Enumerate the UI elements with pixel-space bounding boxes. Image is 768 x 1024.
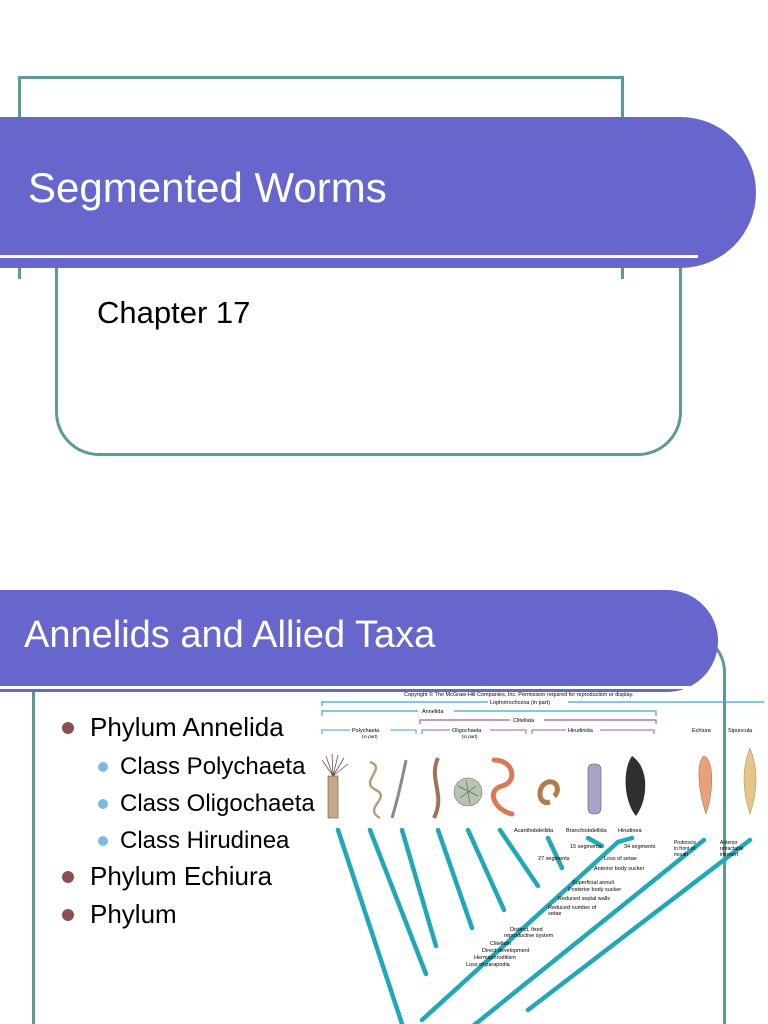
taxon-label-hirudinea: Hirudinea: [618, 828, 642, 834]
trait-clitellum: Clitellum: [490, 941, 512, 947]
sipunculan-drawing: [743, 747, 757, 815]
acanthobdellid-drawing: [537, 779, 560, 805]
trait-hermaphroditism: Hermaphroditism: [474, 955, 516, 961]
echiuran-drawing: [698, 755, 713, 815]
leech-drawing: [625, 756, 646, 816]
title-band-rule: [0, 255, 698, 258]
oligochaete-worm-drawing: [432, 757, 441, 819]
label-bg: [566, 726, 600, 733]
trait-distinct-line1: Distinct, fixed: [510, 927, 543, 933]
slide-title: Segmented Worms: [28, 164, 387, 211]
bullet-item: Phylum Echiura: [60, 861, 330, 891]
slide-annelids: Annelids and Allied Taxa Phylum Annelida…: [0, 512, 768, 1024]
trait-direct-development: Direct development: [482, 948, 530, 954]
trait-reduced-setae-line2: setae: [548, 911, 561, 917]
trait-34-segments: 34 segments: [624, 844, 656, 850]
sub-bullet-text: Class Hirudinea: [120, 827, 290, 854]
bullet-item: Phylum: [60, 899, 330, 929]
sub-bullet-item: Class Oligochaeta: [98, 787, 330, 820]
trait-proboscis-line1: Proboscis: [674, 840, 696, 846]
copyright-text: Copyright © The McGraw-Hill Companies, I…: [404, 691, 634, 698]
taxon-note-polychaeta: (in part): [362, 734, 378, 739]
trait-anterior-line1: Anterior: [720, 840, 738, 846]
label-bg: [510, 716, 544, 723]
trait-reduced-septal-walls: Reduced septal walls: [558, 896, 610, 902]
trait-superficial-annuli: Superficial annuli: [572, 880, 614, 886]
earthworm-drawing: [490, 757, 515, 817]
slide-subtitle: Chapter 17: [97, 295, 251, 330]
label-bg: [450, 726, 490, 733]
bullet-text: Phylum Annelida: [90, 712, 284, 742]
trait-anterior-line2: retractable: [720, 846, 744, 852]
bullet-text: Phylum Echiura: [90, 861, 273, 891]
sub-bullet-dot-icon: [98, 799, 108, 809]
label-bg: [418, 707, 454, 714]
polychaete-fanworm-drawing: [321, 753, 349, 819]
trait-loss-of-parapodia: Loss of parapodia: [466, 962, 511, 968]
label-bg: [488, 698, 568, 705]
slide-frame-bottom: [55, 240, 682, 456]
tubificid-cluster-drawing: [453, 777, 483, 807]
taxon-label-oligochaeta: Oligochaeta: [452, 728, 482, 734]
sub-bullet-text: Class Oligochaeta: [120, 790, 315, 817]
title-band-rule: [0, 686, 690, 689]
slide-title: Annelids and Allied Taxa: [24, 614, 436, 656]
slide-segmented-worms: Segmented Worms Chapter 17: [0, 76, 756, 456]
group-label-clitellata: Clitellata: [513, 718, 535, 724]
bullet-dot-icon: [62, 871, 74, 883]
bracket-lophotrochozoa: [321, 701, 764, 706]
title-band: [0, 117, 756, 268]
trait-anterior-sucker: Anterior body sucker: [594, 866, 645, 872]
cladogram-branches: [335, 827, 753, 1024]
trait-anterior-line3: introvert: [720, 852, 739, 858]
taxon-label-sipuncula: Sipuncula: [728, 728, 753, 734]
trait-proboscis-line3: mouth: [674, 852, 688, 858]
trait-distinct-line2: reproductive system: [504, 933, 554, 939]
trait-proboscis-line2: in front of: [674, 846, 695, 852]
polychaete-worm-drawing-2: [390, 759, 408, 819]
branchiobdellid-drawing: [587, 763, 602, 815]
bullet-dot-icon: [62, 909, 74, 921]
taxon-label-hirudinida: Hirudinida: [568, 728, 594, 734]
sub-bullet-dot-icon: [98, 762, 108, 772]
sub-bullet-text: Class Polychaeta: [120, 753, 306, 780]
sub-bullet-dot-icon: [98, 836, 108, 846]
trait-posterior-sucker: Posterior body sucker: [568, 887, 621, 893]
trait-reduced-setae-line1: Reduced number of: [548, 905, 597, 911]
taxon-label-acanthobdellida: Acanthobdellida: [514, 828, 554, 834]
bullet-text: Phylum: [90, 899, 177, 929]
taxon-label-polychaeta: Polychaeta: [352, 728, 380, 734]
group-label-annelida: Annelida: [422, 709, 444, 715]
annelid-cladogram: Copyright © The McGraw-Hill Companies, I…: [321, 691, 764, 1024]
taxon-note-oligochaeta: (in part): [462, 734, 478, 739]
trait-loss-of-setae: Loss of setae: [604, 856, 637, 862]
bracket-annelida: [321, 710, 657, 716]
title-band: [0, 590, 718, 692]
trait-27-segments: 27 segments: [538, 856, 570, 862]
label-bg: [350, 726, 390, 733]
taxon-label-branchiobdellida: Branchiobdellida: [566, 828, 608, 834]
polychaete-worm-drawing: [368, 760, 383, 820]
group-label-lophotrochozoa: Lophotrochozoa (in part): [490, 700, 550, 706]
trait-15-segments: 15 segments: [570, 844, 602, 850]
bullet-dot-icon: [62, 722, 74, 734]
bullet-list: Phylum Annelida Class Polychaeta Class O…: [60, 712, 330, 937]
sub-bullet-item: Class Polychaeta: [98, 750, 330, 783]
sub-bullet-item: Class Hirudinea: [98, 824, 330, 857]
bullet-item: Phylum Annelida: [60, 712, 330, 742]
taxon-label-echiura: Echiura: [692, 728, 712, 734]
